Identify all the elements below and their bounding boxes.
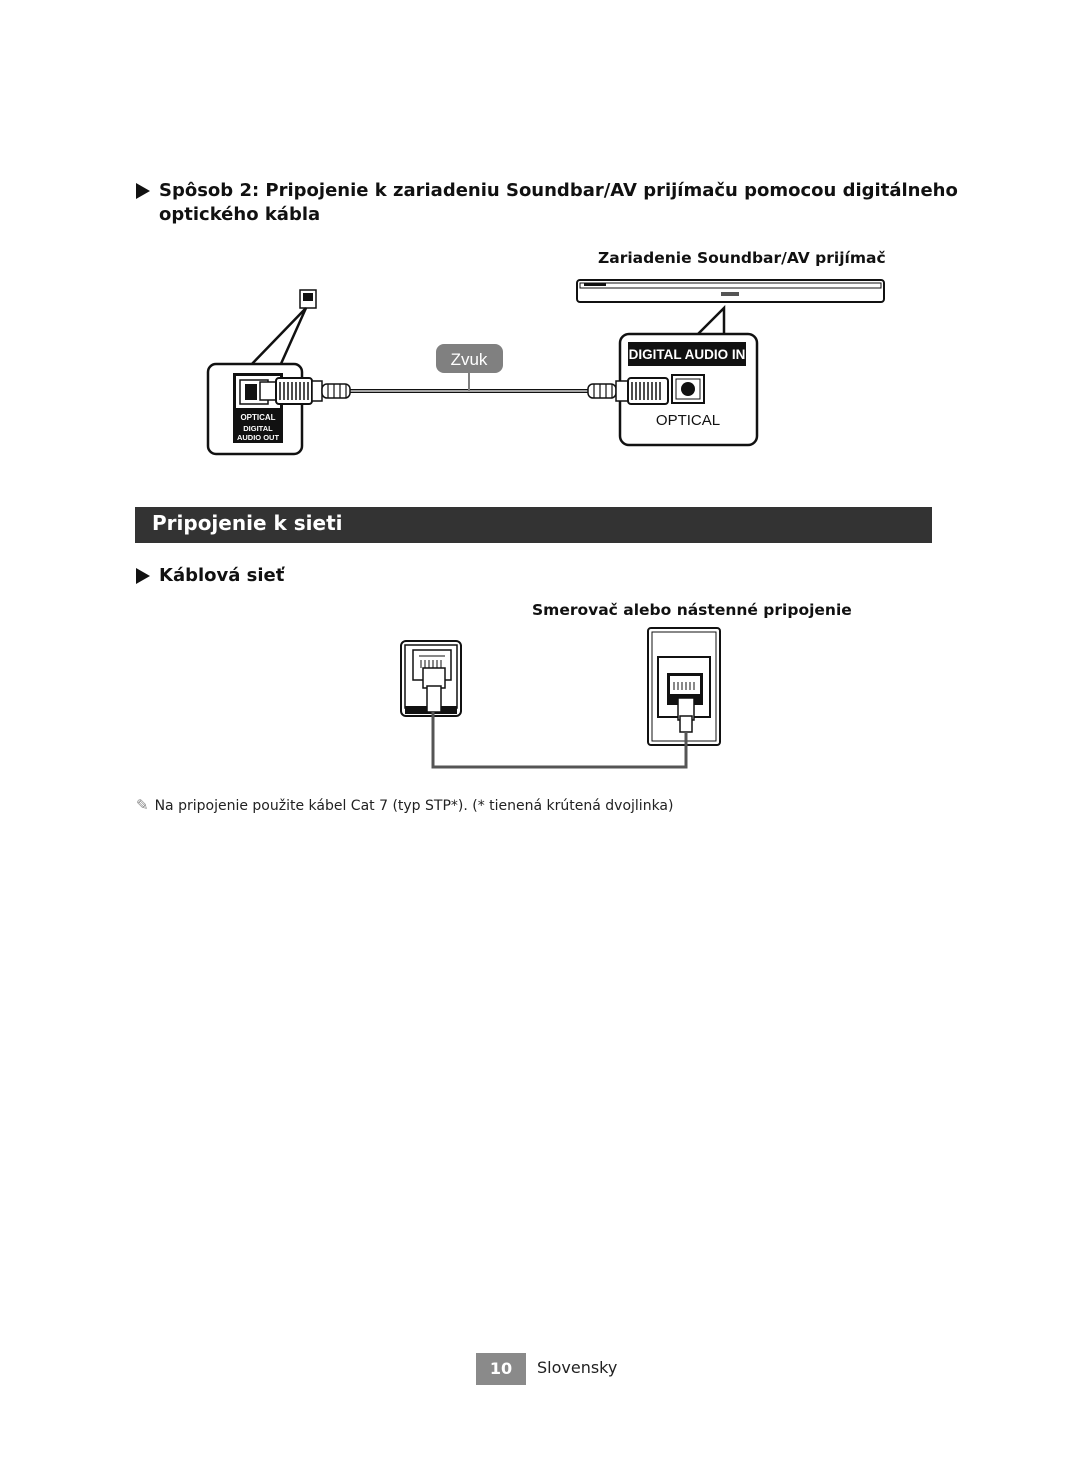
page-number: 10	[476, 1353, 526, 1385]
soundbar-caption: Zariadenie Soundbar/AV prijímač	[598, 249, 886, 267]
page-language: Slovensky	[537, 1358, 618, 1377]
pencil-icon: ✎	[136, 796, 149, 814]
wall-lan-jack	[647, 627, 721, 746]
tv-digital-label: DIGITAL	[243, 424, 273, 433]
bullet-triangle-icon	[136, 568, 150, 584]
section-title: Pripojenie k sieti	[152, 511, 343, 535]
soundbar-illustration	[576, 279, 885, 303]
optical-cable: Zvuk	[259, 344, 669, 405]
method2-heading-line1: Spôsob 2: Pripojenie k zariadeniu Soundb…	[159, 180, 958, 201]
router-caption: Smerovač alebo nástenné pripojenie	[532, 601, 852, 619]
cable-note-text: Na pripojenie použite kábel Cat 7 (typ S…	[154, 798, 674, 814]
tv-port-callout: OPTICAL DIGITAL AUDIO OUT	[206, 289, 317, 456]
bullet-triangle-icon	[136, 183, 150, 199]
method2-heading-line2: optického kábla	[159, 204, 321, 225]
tv-audio-out-label: AUDIO OUT	[237, 433, 280, 442]
lan-cable	[431, 712, 688, 769]
tv-lan-port	[400, 640, 462, 717]
optical-connection-diagram: DIGITAL AUDIO IN OPTICAL OPTICAL DIGITAL…	[206, 279, 885, 456]
av-optical-label: OPTICAL	[656, 412, 720, 429]
wired-network-heading: Káblová sieť	[159, 565, 285, 586]
av-port-callout: DIGITAL AUDIO IN OPTICAL	[618, 304, 759, 447]
cable-note: ✎ Na pripojenie použite kábel Cat 7 (typ …	[136, 796, 673, 814]
section-header-bar: Pripojenie k sieti	[135, 507, 932, 543]
digital-audio-in-label: DIGITAL AUDIO IN	[629, 347, 746, 362]
cable-label-zvuk: Zvuk	[451, 350, 488, 369]
tv-optical-label: OPTICAL	[240, 413, 275, 422]
lan-connection-diagram	[400, 627, 721, 769]
